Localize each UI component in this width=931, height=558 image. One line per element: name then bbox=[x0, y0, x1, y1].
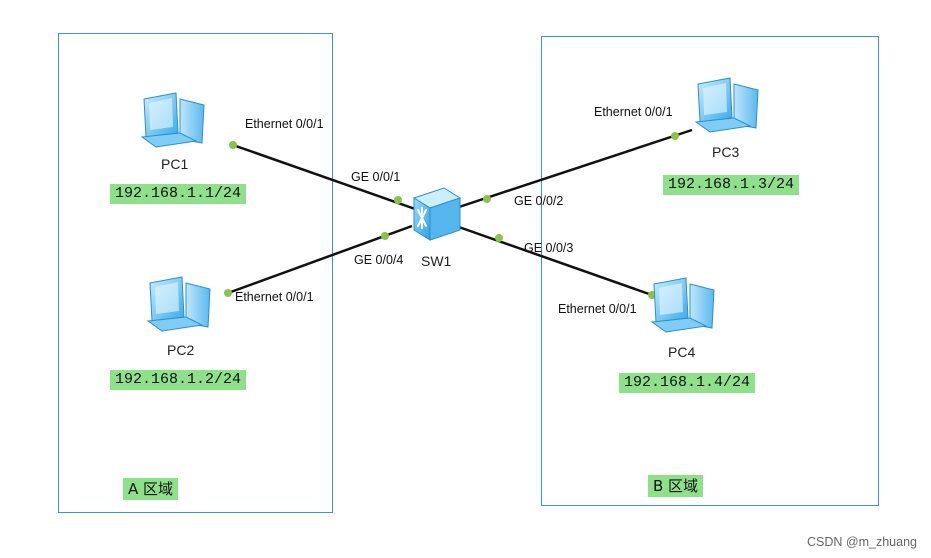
sw1-switch-icon[interactable] bbox=[412, 187, 462, 241]
zone-a: A 区域 bbox=[58, 33, 333, 513]
sw1-name: SW1 bbox=[421, 253, 452, 269]
port-dot-sw1-ge003 bbox=[495, 234, 503, 242]
port-dot-sw1-ge002 bbox=[483, 195, 491, 203]
pc1-pc-icon[interactable] bbox=[140, 92, 205, 148]
pc2-port-label: Ethernet 0/0/1 bbox=[235, 290, 314, 304]
link-pc4-sw1 bbox=[455, 224, 653, 297]
zone-b: B 区域 bbox=[541, 36, 879, 506]
pc4-port-label: Ethernet 0/0/1 bbox=[558, 302, 637, 316]
pc3-ip-label: 192.168.1.3/24 bbox=[663, 175, 800, 195]
pc2-name: PC2 bbox=[167, 342, 195, 358]
link-pc1-sw1 bbox=[232, 143, 419, 212]
pc1-name: PC1 bbox=[161, 156, 189, 172]
zone-a-label: A 区域 bbox=[123, 478, 179, 500]
zone-b-label: B 区域 bbox=[648, 475, 704, 497]
port-dot-pc1 bbox=[229, 141, 237, 149]
sw1-ge001-label: GE 0/0/1 bbox=[351, 170, 401, 184]
port-dot-pc3 bbox=[671, 132, 679, 140]
port-dot-sw1-ge001 bbox=[394, 196, 402, 204]
pc4-ip-label: 192.168.1.4/24 bbox=[619, 373, 756, 393]
sw1-ge003-label: GE 0/0/3 bbox=[524, 241, 574, 255]
pc1-port-label: Ethernet 0/0/1 bbox=[245, 117, 324, 131]
pc3-name: PC3 bbox=[712, 144, 740, 160]
watermark: CSDN @m_zhuang bbox=[807, 535, 917, 549]
pc1-ip-label: 192.168.1.1/24 bbox=[110, 184, 247, 204]
port-dot-pc2 bbox=[224, 289, 232, 297]
pc2-pc-icon[interactable] bbox=[146, 276, 211, 332]
sw1-ge002-label: GE 0/0/2 bbox=[514, 194, 564, 208]
pc2-ip-label: 192.168.1.2/24 bbox=[110, 370, 247, 390]
port-dot-sw1-ge004 bbox=[381, 232, 389, 240]
pc4-name: PC4 bbox=[668, 344, 696, 360]
pc3-port-label: Ethernet 0/0/1 bbox=[594, 105, 673, 119]
pc3-pc-icon[interactable] bbox=[694, 77, 759, 133]
link-pc3-sw1 bbox=[455, 128, 693, 210]
sw1-ge004-label: GE 0/0/4 bbox=[354, 253, 404, 267]
pc4-pc-icon[interactable] bbox=[650, 277, 715, 333]
